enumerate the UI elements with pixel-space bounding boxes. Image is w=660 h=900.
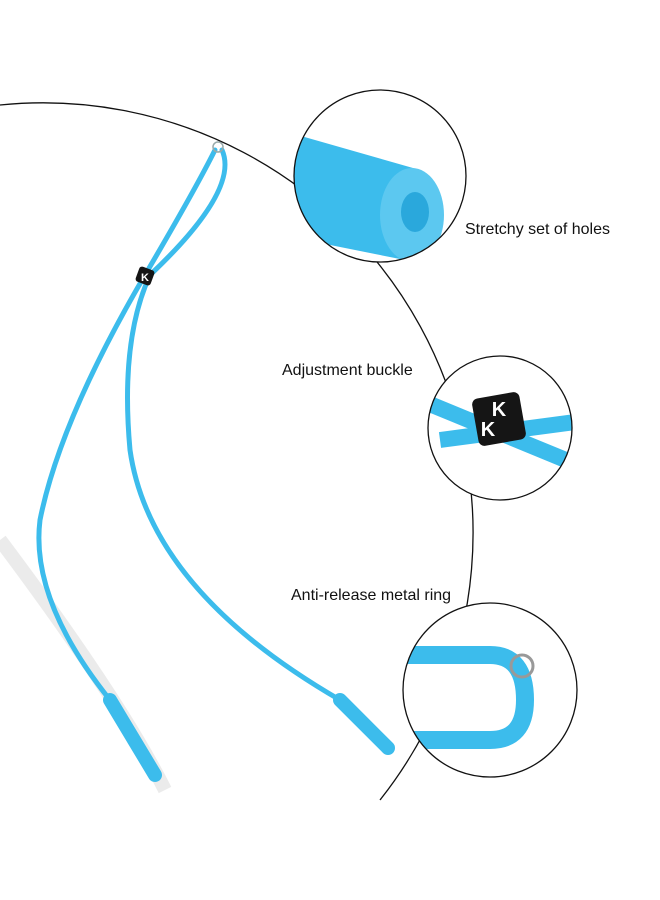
buckle-bead — [135, 266, 155, 286]
bead-letter-bottom: K — [481, 419, 496, 441]
label-adjustment-buckle: Adjustment buckle — [282, 362, 413, 379]
detail-holes — [294, 90, 466, 262]
bead-letter-top: K — [492, 399, 507, 421]
detail-buckle: K K — [428, 356, 572, 500]
label-metal-ring: Anti-release metal ring — [291, 587, 452, 604]
detail-ring — [403, 603, 577, 777]
label-stretchy-holes: Stretchy set of holes — [465, 221, 610, 238]
eyeglass-strap — [36, 141, 395, 782]
buckle-letter: K — [141, 272, 149, 284]
